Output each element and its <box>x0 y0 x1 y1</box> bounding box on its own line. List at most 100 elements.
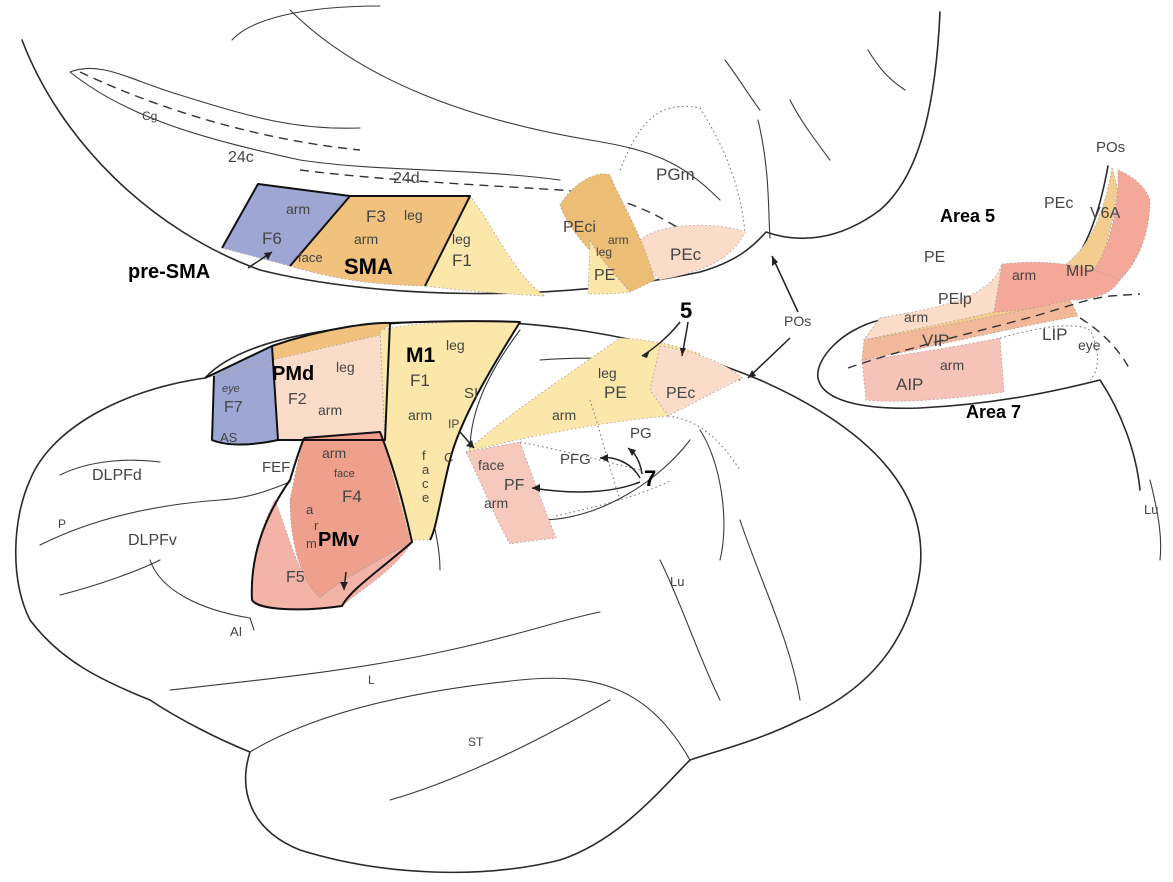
area24c-label: 24c <box>228 149 254 166</box>
p-label: P <box>58 517 66 531</box>
pe-leg-lateral-label: leg <box>598 365 617 381</box>
f4-label: F4 <box>342 487 362 506</box>
st-label: ST <box>468 735 484 749</box>
inset-pos-label: POs <box>1096 139 1125 156</box>
cingulate-arc-outer <box>232 6 380 40</box>
medial-branch-3 <box>725 60 760 110</box>
f1-lateral-label: F1 <box>410 371 430 390</box>
f3-label: F3 <box>366 207 386 226</box>
pf-face-label: face <box>478 457 505 473</box>
num5-label: 5 <box>680 298 692 323</box>
f2-label: F2 <box>288 391 307 408</box>
inset-lip-label: LIP <box>1042 325 1068 344</box>
f3-face-label: face <box>298 250 323 265</box>
f5-label: F5 <box>286 569 305 586</box>
lateral-view: eye F7 AS leg F2 arm PMd arm face F4 a r… <box>16 256 921 872</box>
inset-vip-label: VIP <box>922 331 949 350</box>
cg-label: Cg <box>142 109 157 123</box>
pf-arm-label: arm <box>484 495 508 511</box>
pgm-label: PGm <box>656 165 695 184</box>
f4-face-label: face <box>334 468 355 480</box>
f5-a-label: a <box>306 502 314 517</box>
area24d-label: 24d <box>393 170 420 187</box>
as-label: AS <box>220 430 238 445</box>
sma-label: SMA <box>344 254 393 279</box>
inset-view: POs Area 5 PEc V6A PE MIP arm PElp arm V… <box>818 139 1161 560</box>
inset-pelp-arm-label: arm <box>904 309 928 325</box>
arrow-7-pf <box>532 482 640 492</box>
cingulate-dash <box>80 72 360 150</box>
pe-lateral-label: PE <box>604 383 627 402</box>
f7-eye-label: eye <box>222 383 240 395</box>
f1-leg-medial-label: leg <box>452 231 471 247</box>
pmv-label: PMv <box>318 529 360 551</box>
num7-label: 7 <box>644 466 656 491</box>
peci-label: PEci <box>563 219 596 236</box>
dlpfd-label: DLPFd <box>92 467 142 484</box>
arrowhead-pos-up <box>772 256 778 266</box>
f2-arm-label: arm <box>318 402 342 418</box>
f4-arm-label: arm <box>322 445 346 461</box>
lu-label: Lu <box>670 574 684 589</box>
ip-label: IP <box>448 417 459 431</box>
lunate-sulcus <box>660 560 720 700</box>
inset-pec-label: PEc <box>1044 195 1073 212</box>
inset-pelp-label: PElp <box>938 291 972 308</box>
peci-leg-label: leg <box>596 245 612 259</box>
f5-m-label: m <box>306 536 317 551</box>
f3-leg-label: leg <box>404 207 423 223</box>
medial-view: Cg 24c 24d PGm arm F6 F3 leg arm face le… <box>22 6 940 296</box>
pos-label: POs <box>784 313 811 329</box>
inset-v6a-label: V6A <box>1090 205 1121 222</box>
m1-label: M1 <box>406 344 435 367</box>
cingulate-sulcus-lower <box>70 72 560 180</box>
medial-branch-1 <box>790 100 830 160</box>
f1-face-f: f <box>422 448 426 463</box>
inset-lu-label: Lu <box>1144 502 1158 517</box>
inset-lip-eye-label: eye <box>1078 337 1101 353</box>
pf-label: PF <box>504 477 525 494</box>
arcuate-lower <box>150 560 254 630</box>
f6-label: F6 <box>262 229 282 248</box>
dlpfv-label: DLPFv <box>128 532 177 549</box>
medial-branch-2 <box>868 50 905 90</box>
superior-temporal <box>390 700 610 800</box>
pfg-label: PFG <box>560 451 591 468</box>
f1-medial-label: F1 <box>452 251 472 270</box>
f1-face-c: c <box>422 476 429 491</box>
f1-leg-lateral-label: leg <box>446 337 465 353</box>
inset-mip-label: MIP <box>1066 263 1094 280</box>
pec-lateral-label: PEc <box>666 385 695 402</box>
pmd-label: PMd <box>272 363 314 385</box>
inset-aip-label: AIP <box>896 375 923 394</box>
pe-arm-lateral-label: arm <box>552 407 576 423</box>
f2-leg-label: leg <box>336 359 355 375</box>
inset-area7-label: Area 7 <box>966 402 1021 422</box>
c-label: C <box>444 450 453 465</box>
lateral-sulcus-branch <box>700 430 724 560</box>
pe-inner-dotted <box>668 416 740 470</box>
pec-medial-label: PEc <box>670 245 702 264</box>
region-pec-lateral <box>650 346 742 416</box>
pg-label: PG <box>630 425 652 442</box>
inset-area5-label: Area 5 <box>940 206 995 226</box>
inset-aip-arm-label: arm <box>940 357 964 373</box>
f1-face-e: e <box>422 490 429 505</box>
arrow-pos-up <box>772 256 798 312</box>
f6-arm-label: arm <box>286 201 310 217</box>
callosal-inner <box>70 68 360 128</box>
si-label: SI <box>464 385 478 402</box>
f1-arm-lateral-label: arm <box>408 407 432 423</box>
fef-label: FEF <box>262 459 290 476</box>
pre-sma-label: pre-SMA <box>128 261 210 283</box>
f7-label: F7 <box>224 399 243 416</box>
medial-sulcus-right <box>758 120 770 238</box>
pe-medial-label: PE <box>594 267 615 284</box>
inset-pe-label: PE <box>924 249 945 266</box>
f1-face-a: a <box>422 462 430 477</box>
arrow-pos-down <box>748 338 790 378</box>
l-label: L <box>368 673 375 687</box>
inset-lu-sulcus <box>1150 480 1161 560</box>
